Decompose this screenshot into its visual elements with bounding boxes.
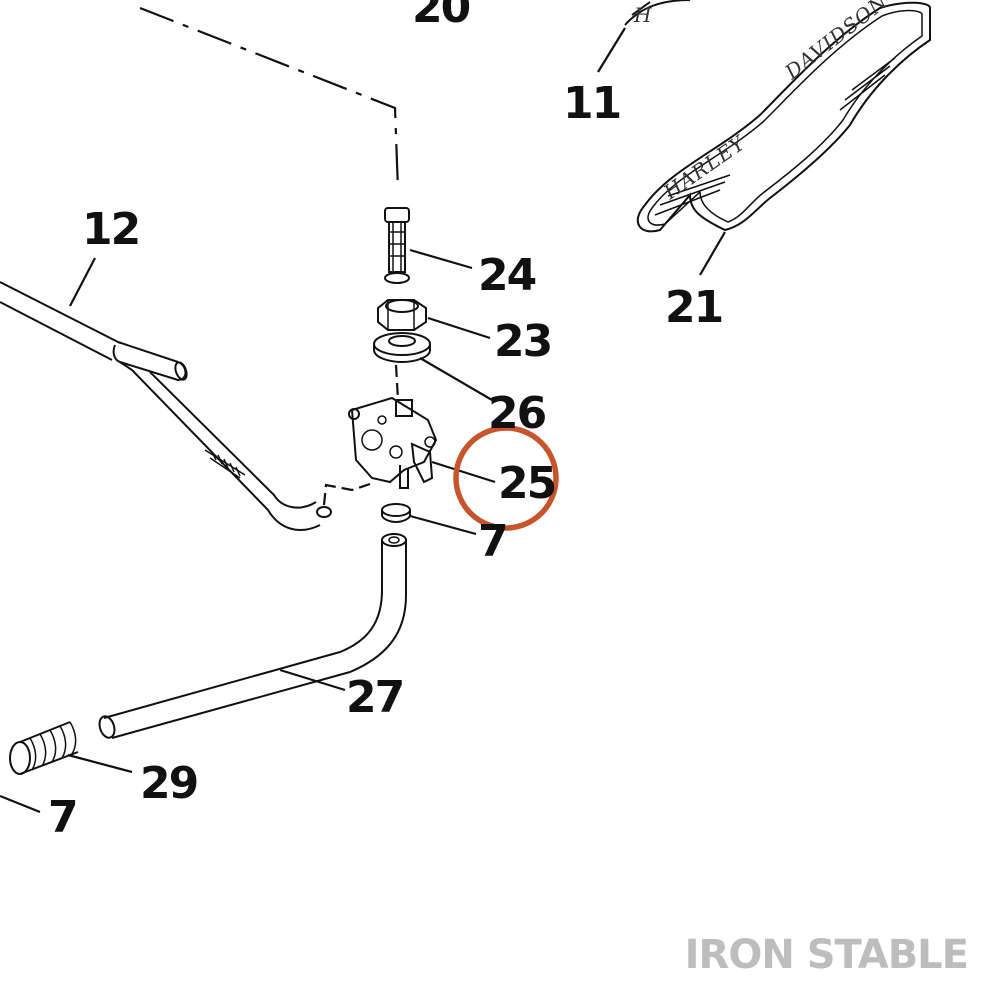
callout-29: 29 [140,758,197,809]
callout-7-lower: 7 [48,792,77,843]
part-12-hose [0,257,371,531]
part-25-fuel-valve [348,396,496,489]
callout-27: 27 [346,672,403,723]
callout-25: 25 [498,458,555,509]
part-23-nut [377,299,491,340]
part-26-washer [373,332,493,401]
part-7-clamp-upper [381,503,477,536]
part-27-hose [98,533,407,739]
part-11-logo-fragment: H [597,0,691,73]
part-7-lower-leader [0,794,41,814]
logo-partial-text: H [633,3,652,27]
callout-7-upper: 7 [478,516,507,567]
callout-11: 11 [563,78,620,129]
callout-20: 20 [412,0,470,33]
callout-26: 26 [488,388,546,439]
part-21-emblem: HARLEY DAVIDSON [636,0,931,276]
callout-12: 12 [82,204,139,255]
part-24-strainer [384,207,473,284]
highlight-circle [453,425,559,531]
callout-23: 23 [494,316,551,367]
watermark-text: IRON STABLE [685,932,968,978]
callout-21: 21 [665,282,722,333]
valve-dash-line [394,364,400,401]
part-29-spring [9,721,133,775]
assembly-dash-line [139,6,400,191]
callout-24: 24 [478,250,536,301]
emblem-lower-text: HARLEY [658,130,750,205]
